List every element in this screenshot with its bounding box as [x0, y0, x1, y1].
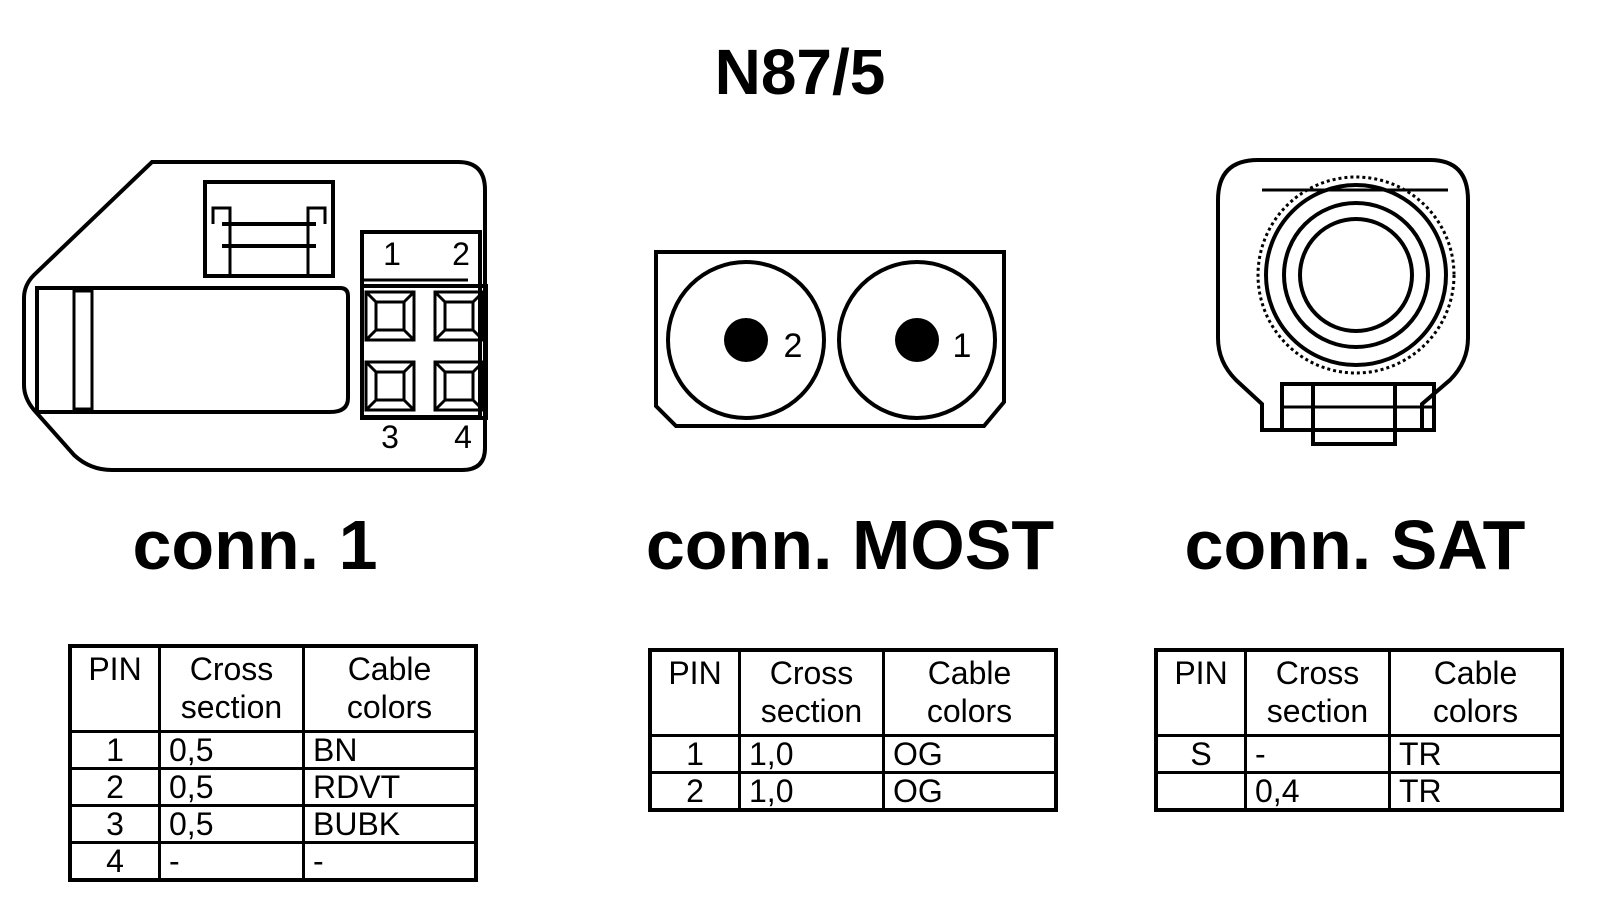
pin-cell: 3 [68, 804, 161, 844]
table-header-row: PIN Cross section Cable colors [648, 648, 1058, 737]
table-row: 1 1,0 OG [648, 734, 1058, 774]
cable-color-cell: RDVT [302, 767, 478, 807]
conn-sat-pin-table: PIN Cross section Cable colors S - TR 0,… [1154, 648, 1564, 812]
table-row: 2 0,5 RDVT [68, 767, 478, 807]
cross-section-cell: 1,0 [738, 771, 885, 812]
cable-color-cell: TR [1388, 771, 1564, 812]
header-pin: PIN [648, 648, 741, 737]
cable-color-cell: OG [882, 734, 1058, 774]
conn1-pin-label: 1 [383, 236, 401, 272]
table-row: 1 0,5 BN [68, 730, 478, 770]
conn-most-drawing [654, 250, 1006, 428]
conn-sat-label: conn. SAT [1184, 506, 1526, 584]
cross-section-cell: 0,5 [158, 804, 305, 844]
pin-cell [1154, 771, 1247, 812]
header-cross-section: Cross section [1244, 648, 1391, 737]
table-row: 3 0,5 BUBK [68, 804, 478, 844]
header-cable-colors: Cable colors [882, 648, 1058, 737]
conn-most-contacts [724, 318, 939, 362]
conn1-drawing [22, 160, 488, 472]
header-pin: PIN [68, 644, 161, 733]
conn-most-label: conn. MOST [645, 506, 1055, 584]
pin-cell: 1 [648, 734, 741, 774]
cable-color-cell: TR [1388, 734, 1564, 774]
header-cable-colors: Cable colors [1388, 648, 1564, 737]
cable-color-cell: - [302, 841, 478, 882]
conn1-label: conn. 1 [132, 506, 378, 584]
conn1-pin-table: PIN Cross section Cable colors 1 0,5 BN … [68, 644, 478, 882]
most-pin-label: 1 [953, 327, 972, 365]
pin-cell: 4 [68, 841, 161, 882]
header-pin: PIN [1154, 648, 1247, 737]
table-row: 0,4 TR [1154, 771, 1564, 812]
cross-section-cell: - [1244, 734, 1391, 774]
conn1-pin-label: 4 [454, 419, 472, 455]
pin-cell: 1 [68, 730, 161, 770]
cable-color-cell: BUBK [302, 804, 478, 844]
header-cable-colors: Cable colors [302, 644, 478, 733]
table-row: 2 1,0 OG [648, 771, 1058, 812]
cable-color-cell: BN [302, 730, 478, 770]
cross-section-cell: - [158, 841, 305, 882]
cross-section-cell: 1,0 [738, 734, 885, 774]
pin-cell: 2 [648, 771, 741, 812]
table-row: 4 - - [68, 841, 478, 882]
header-cross-section: Cross section [738, 648, 885, 737]
table-header-row: PIN Cross section Cable colors [1154, 648, 1564, 737]
table-row: S - TR [1154, 734, 1564, 774]
pin-cell: 2 [68, 767, 161, 807]
header-cross-section: Cross section [158, 644, 305, 733]
most-pin-label: 2 [784, 327, 803, 365]
cross-section-cell: 0,5 [158, 730, 305, 770]
table-header-row: PIN Cross section Cable colors [68, 644, 478, 733]
conn-most-pin-table: PIN Cross section Cable colors 1 1,0 OG … [648, 648, 1058, 812]
cross-section-cell: 0,4 [1244, 771, 1391, 812]
diagram-title: N87/5 [714, 36, 886, 108]
cable-color-cell: OG [882, 771, 1058, 812]
conn1-pin-label: 3 [381, 419, 399, 455]
pin-cell: S [1154, 734, 1247, 774]
conn-sat-drawing [1216, 158, 1470, 446]
conn1-pin-label: 2 [452, 236, 470, 272]
cross-section-cell: 0,5 [158, 767, 305, 807]
